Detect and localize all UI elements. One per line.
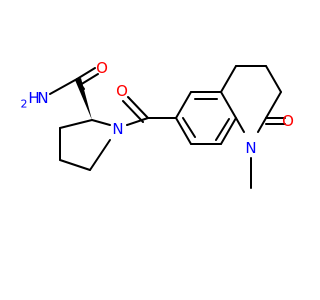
atom-amide-o: O bbox=[96, 59, 108, 77]
bond-amide-c-o-1 bbox=[76, 67, 96, 80]
atom-label-layer: H 2 N O N O N O bbox=[21, 59, 294, 157]
stereo-wedge bbox=[75, 78, 92, 120]
bond-calpha-cbeta bbox=[59, 119, 93, 129]
bond-acyl-c-o-1 bbox=[127, 96, 149, 119]
molecule-canvas: H 2 N O N O N O bbox=[20, 59, 294, 189]
atom-lactam-n: N bbox=[245, 139, 256, 157]
bond-amide-n-c bbox=[49, 78, 78, 95]
bond-acyl-c-o-2 bbox=[122, 100, 144, 123]
bond-c4-c4a bbox=[220, 65, 237, 93]
bond-ar-3-4 bbox=[220, 91, 237, 119]
bond-cgamma-cdelta bbox=[59, 159, 91, 171]
atom-carbonyl-o: O bbox=[116, 82, 128, 100]
atom-amide-n-symbol: N bbox=[37, 89, 48, 107]
bond-ar-6-1 bbox=[175, 117, 192, 145]
bond-c2-c1 bbox=[265, 91, 282, 119]
atom-amide-n: H bbox=[28, 89, 39, 107]
bond-cdelta-ring-n bbox=[89, 139, 111, 171]
atom-amide-n-hcount: 2 bbox=[21, 98, 28, 111]
structure-diagram: H 2 N O N O N O bbox=[21, 59, 294, 189]
bond-ar-4-5-inner bbox=[215, 118, 230, 141]
bond-ring-n-acyl-c bbox=[126, 117, 149, 126]
bond-ar-6-1-inner bbox=[182, 117, 196, 138]
bond-calpha-ring-n bbox=[91, 119, 111, 126]
bond-ar-4-5 bbox=[220, 117, 237, 145]
bond-layer bbox=[49, 65, 286, 189]
bond-amide-c-o-2 bbox=[79, 73, 99, 86]
bond-ar-1-2 bbox=[175, 91, 192, 119]
atom-lactam-o: O bbox=[282, 112, 294, 130]
bond-c8a-lactam-n bbox=[235, 117, 245, 133]
atom-ring-n: N bbox=[112, 120, 123, 138]
bond-lactam-n-c2 bbox=[257, 117, 267, 133]
bond-c3-c2 bbox=[265, 65, 282, 93]
